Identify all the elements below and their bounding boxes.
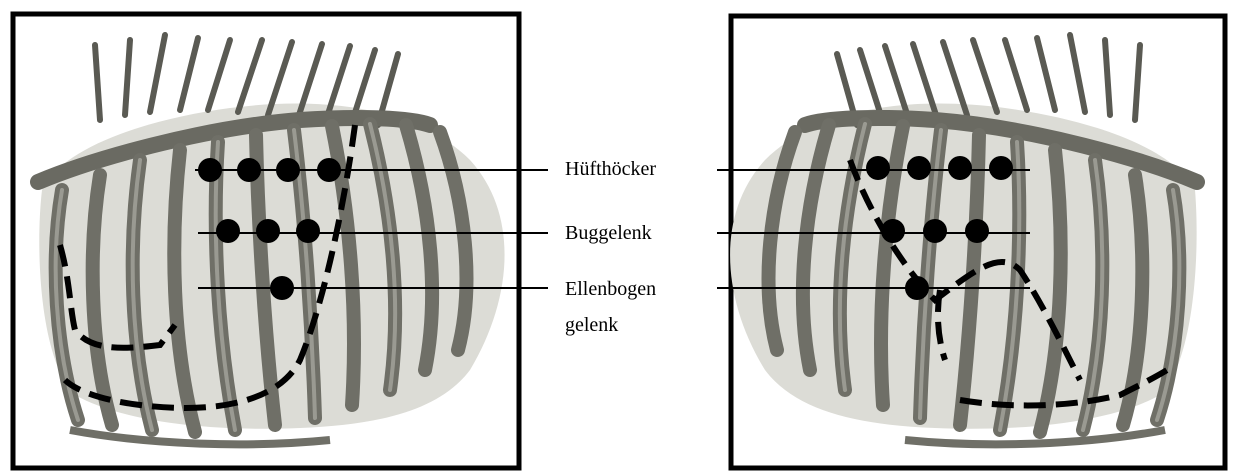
label-hip: Hüfthöcker — [565, 154, 656, 184]
marker-shoulder-left-1 — [216, 219, 240, 243]
marker-shoulder-left-3 — [296, 219, 320, 243]
label-shoulder: Buggelenk — [565, 218, 652, 248]
marker-hip-left-3 — [276, 158, 300, 182]
label-elbow-line2: gelenk — [565, 310, 618, 340]
marker-shoulder-right-1 — [881, 219, 905, 243]
marker-hip-left-2 — [237, 158, 261, 182]
marker-hip-left-4 — [317, 158, 341, 182]
marker-hip-right-4 — [989, 156, 1013, 180]
marker-elbow-left-1 — [270, 276, 294, 300]
marker-shoulder-right-3 — [965, 219, 989, 243]
marker-hip-right-3 — [948, 156, 972, 180]
marker-hip-left-1 — [198, 158, 222, 182]
marker-shoulder-right-2 — [923, 219, 947, 243]
marker-elbow-right-1 — [905, 276, 929, 300]
marker-hip-right-2 — [907, 156, 931, 180]
marker-shoulder-left-2 — [256, 219, 280, 243]
marker-hip-right-1 — [866, 156, 890, 180]
label-elbow-line1: Ellenbogen — [565, 274, 656, 304]
